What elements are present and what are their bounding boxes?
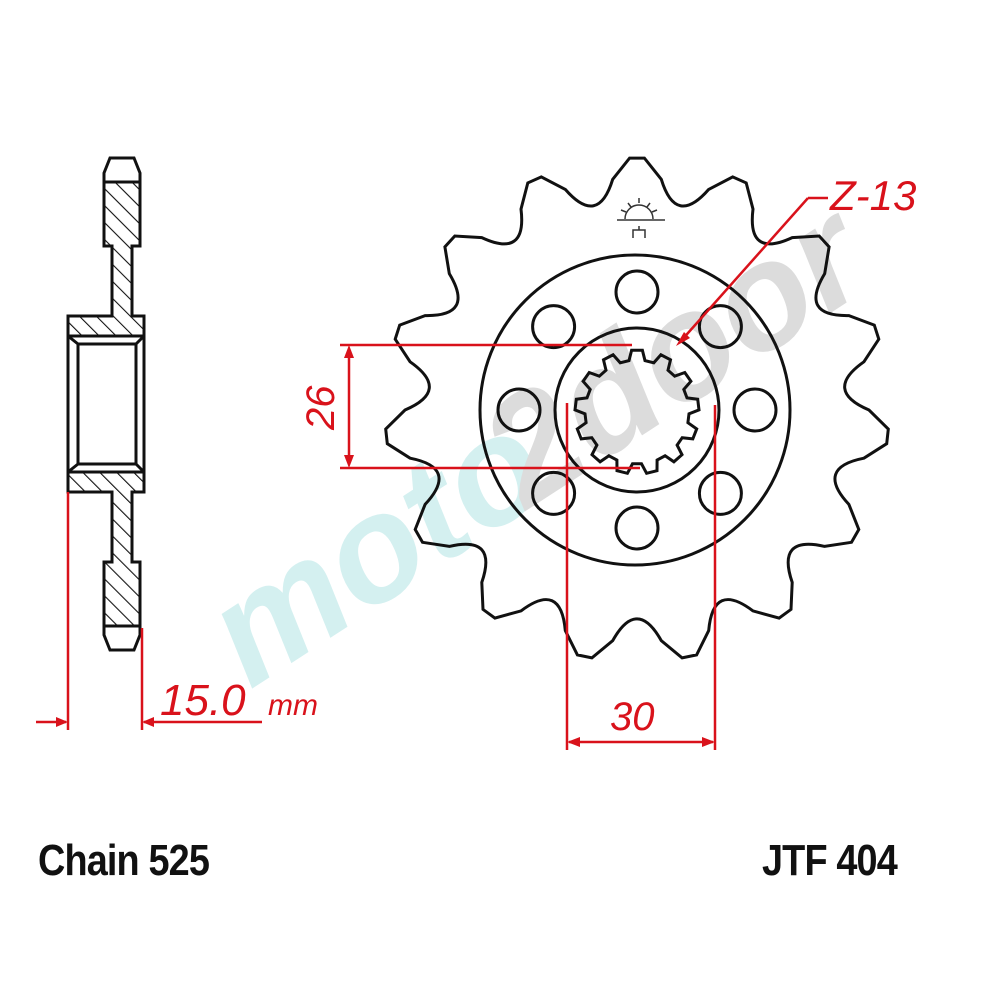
side-section-view xyxy=(66,156,146,652)
thickness-unit: mm xyxy=(268,689,318,722)
hub-circle-inner xyxy=(553,326,721,494)
height-value: 26 xyxy=(299,385,343,431)
sprocket-outline xyxy=(384,156,890,660)
bolt-hole xyxy=(697,304,743,350)
bolt-hole xyxy=(697,470,743,516)
thickness-dimension xyxy=(36,492,262,730)
width-value: 30 xyxy=(610,695,655,739)
spline-dimensions xyxy=(340,196,828,750)
spline-outline xyxy=(573,348,701,476)
bolt-hole xyxy=(732,387,778,433)
bolt-hole xyxy=(614,269,660,315)
bolt-hole xyxy=(531,470,577,516)
chain-size-label: Chain 525 xyxy=(38,836,210,885)
spline-count-label: Z-13 xyxy=(829,172,916,219)
sprocket-front-view xyxy=(384,156,890,660)
watermark: moto 2door xyxy=(176,165,900,717)
bolt-hole xyxy=(531,304,577,350)
bolt-circle-outer xyxy=(478,253,792,567)
thickness-value: 15.0 xyxy=(160,676,246,725)
jt-logo-icon xyxy=(617,198,665,238)
bolt-hole xyxy=(496,387,542,433)
bolt-hole xyxy=(614,505,660,551)
part-number-label: JTF 404 xyxy=(762,836,898,885)
